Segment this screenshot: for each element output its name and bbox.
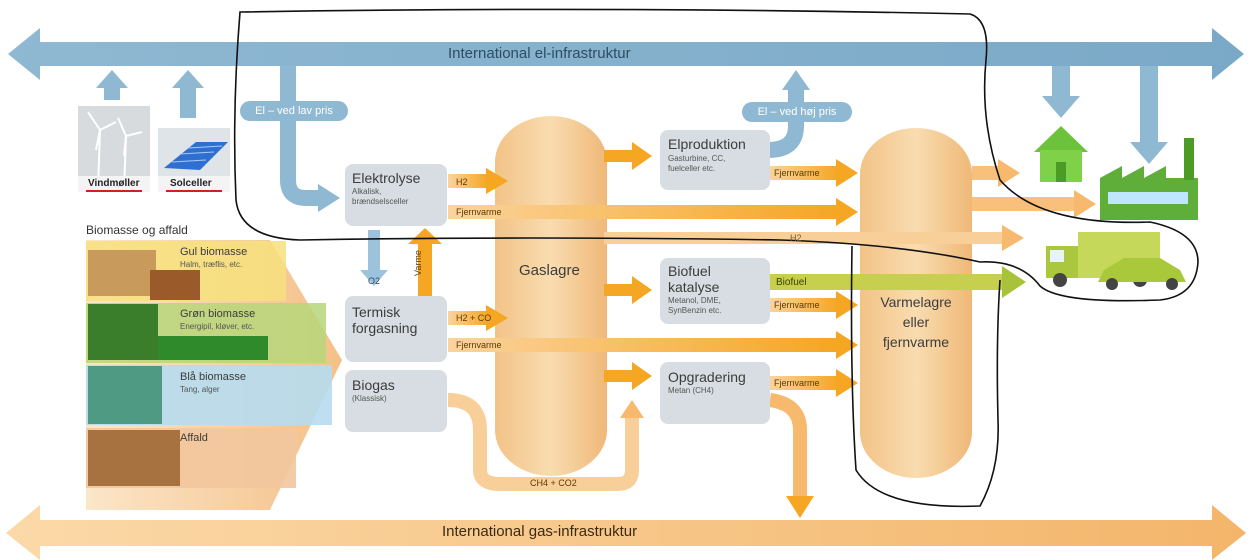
termisk-fjernvarme-arrow — [448, 331, 858, 359]
biogas-title: Biogas — [352, 377, 395, 393]
gas-infrastructure-band — [6, 505, 1246, 560]
hand-drawn-outline-bottom — [850, 245, 1001, 508]
varmelagre-label: Varmelagre eller fjernvarme — [880, 294, 952, 350]
termisk-fjernvarme-label: Fjernvarme — [456, 340, 502, 350]
gas-infrastructure-label: International gas-infrastruktur — [442, 523, 638, 540]
biofuel-title: Biofuel katalyse — [668, 263, 720, 295]
process-box-shapes — [345, 130, 770, 432]
heat-storage-tank — [860, 128, 972, 478]
h2-vehicles-label: H2 — [790, 233, 802, 243]
varme-label: Varme — [413, 250, 423, 276]
elproduktion-title: Elproduktion — [668, 136, 746, 152]
car-icon — [1098, 258, 1186, 290]
elproduktion-fjernvarme-label: Fjernvarme — [774, 168, 820, 178]
biofuel-fjernvarme-arrow — [770, 291, 858, 319]
biomass-yellow-name: Gul biomasse — [180, 246, 248, 258]
biomass-green-name: Grøn biomasse — [180, 308, 256, 320]
el-infrastructure-label: International el-infrastruktur — [448, 45, 631, 62]
h2-to-vehicles-arrow — [604, 225, 1024, 251]
varmelagre-to-house-arrow — [972, 159, 1020, 187]
low-price-tag: El – ved lav pris — [240, 101, 348, 121]
el-infrastructure-band — [8, 28, 1244, 80]
elektrolyse-title: Elektrolyse — [352, 170, 421, 186]
elektrolyse-fjernvarme-label: Fjernvarme — [456, 207, 502, 217]
biofuel-fjernvarme-label: Fjernvarme — [774, 300, 820, 310]
biomass-heading: Biomasse og affald — [86, 223, 188, 237]
grid-to-factory-arrow — [1130, 66, 1168, 164]
varmelagre-to-factory-arrow — [972, 190, 1096, 218]
high-price-tag: El – ved høj pris — [742, 102, 852, 122]
termisk-h2co-arrow — [448, 305, 508, 331]
factory-icon — [1100, 138, 1198, 220]
solar-to-grid-arrow — [172, 70, 204, 118]
biogas-ch4co2-arrow — [447, 393, 644, 491]
opgradering-desc: Metan (CH4) — [668, 386, 714, 395]
h2co-label: H2 + CO — [456, 313, 492, 323]
opgradering-fjernvarme-label: Fjernvarme — [774, 378, 820, 388]
low-price-electricity-arrow — [280, 66, 340, 212]
o2-label: O2 — [368, 276, 381, 286]
biomass-blue-desc: Tang, alger — [180, 385, 220, 394]
h2-to-gaslagre-arrow — [448, 168, 508, 194]
gaslagre-to-biofuel-arrow — [604, 276, 652, 304]
elektrolyse-desc: Alkalisk, brændselsceller — [352, 187, 409, 206]
biofuel-desc: Metanol, DME, SynBenzin etc. — [668, 296, 722, 315]
biomass-green-desc: Energipil, kløver, etc. — [180, 322, 255, 331]
h2-label: H2 — [456, 177, 468, 187]
high-price-electricity-arrow — [767, 70, 810, 158]
termisk-title: Termisk forgasning — [352, 304, 418, 336]
o2-arrow — [360, 230, 388, 286]
elektrolyse-fjernvarme-arrow — [448, 198, 858, 226]
biomass-blue-name: Blå biomasse — [180, 371, 247, 383]
house-icon — [1034, 126, 1088, 182]
biomass-waste-name: Affald — [180, 432, 208, 444]
varme-arrow — [408, 228, 442, 296]
elproduktion-fjernvarme-arrow — [770, 159, 858, 187]
biomass-yellow-desc: Halm, træflis, etc. — [180, 260, 243, 269]
biomass-yellow-strip — [86, 241, 286, 301]
gaslagre-to-elproduktion-arrow — [604, 142, 652, 170]
wind-label: Vindmøller — [88, 178, 140, 189]
opgradering-title: Opgradering — [668, 369, 746, 385]
gas-storage-tank — [495, 116, 607, 476]
opgradering-to-gasgrid-arrow — [768, 393, 814, 518]
biogas-desc: (Klassisk) — [352, 394, 387, 403]
grid-to-house-arrow — [1042, 66, 1080, 118]
wind-turbine-image — [78, 106, 150, 192]
gaslagre-to-opgradering-arrow — [604, 362, 652, 390]
opgradering-fjernvarme-arrow — [770, 369, 858, 397]
hand-drawn-outline-top — [233, 8, 1199, 302]
biomass-blue-strip — [86, 365, 332, 425]
biofuel-to-vehicles-arrow — [770, 266, 1026, 298]
biomass-green-strip — [86, 303, 326, 363]
gaslagre-label: Gaslagre — [519, 262, 580, 279]
solar-label: Solceller — [170, 178, 212, 189]
ch4co2-label: CH4 + CO2 — [530, 478, 577, 488]
elproduktion-desc: Gasturbine, CC, fuelceller etc. — [668, 154, 726, 173]
biomass-waste-strip — [86, 428, 296, 488]
solar-panel-image — [158, 128, 230, 192]
biofuel-flow-label: Biofuel — [776, 277, 807, 288]
wind-to-grid-arrow — [96, 70, 128, 100]
